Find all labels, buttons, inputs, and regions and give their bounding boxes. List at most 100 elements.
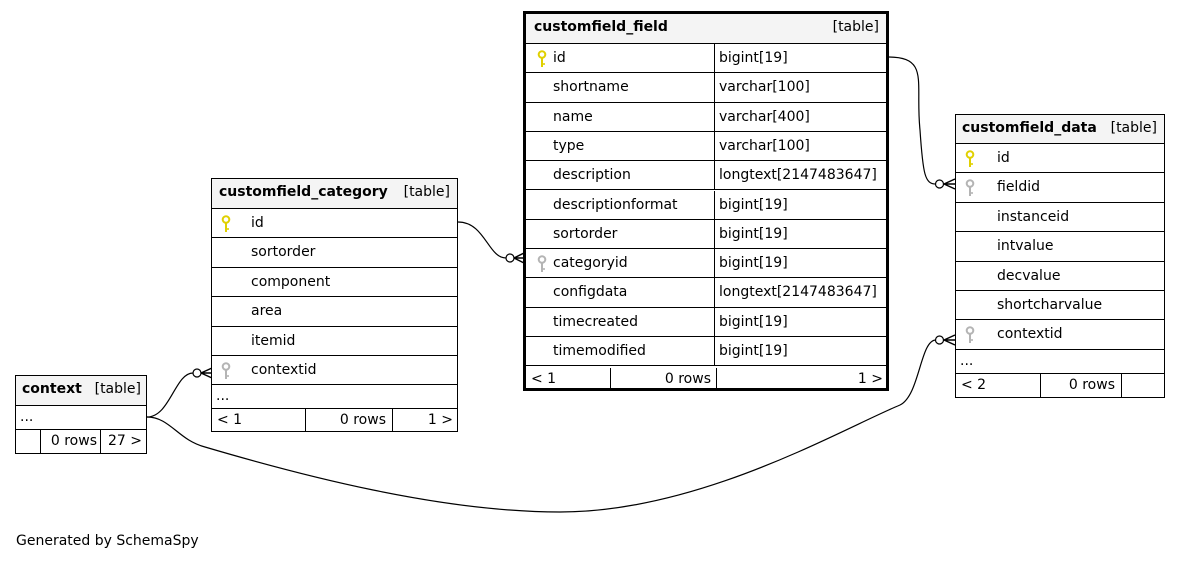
column-type: varchar[100]	[714, 131, 886, 161]
table-footer: 0 rows 27 >	[16, 430, 146, 454]
column-row[interactable]: name varchar[400]	[526, 102, 886, 132]
column-name: description	[553, 167, 631, 184]
children-count: 1 >	[392, 409, 457, 432]
children-count: 27 >	[100, 430, 146, 454]
column-type: varchar[100]	[714, 73, 886, 102]
table-name: customfield_category	[219, 184, 388, 200]
column-name: id	[251, 215, 264, 231]
column-row[interactable]: id bigint[19]	[526, 44, 886, 74]
column-name: categoryid	[553, 255, 628, 272]
primary-key-icon	[220, 215, 232, 233]
column-type: bigint[19]	[714, 190, 886, 219]
column-name: shortcharvalue	[997, 297, 1103, 313]
column-name: sortorder	[251, 244, 316, 261]
column-row[interactable]: sortorder	[212, 238, 457, 268]
column-row[interactable]: sortorder bigint[19]	[526, 219, 886, 250]
table-footer: < 2 0 rows	[956, 374, 1164, 398]
table-customfield-category[interactable]: customfield_category [table] id sortorder…	[211, 178, 458, 432]
column-name: intvalue	[997, 238, 1054, 255]
table-footer: < 1 0 rows 1 >	[526, 368, 886, 391]
row-count: 0 rows	[1040, 374, 1121, 398]
column-type: bigint[19]	[714, 219, 886, 249]
crowfoot-context-data	[934, 335, 945, 345]
table-name: customfield_field	[534, 19, 668, 35]
parents-count: < 2	[961, 377, 987, 393]
column-name: type	[553, 137, 585, 154]
column-type: varchar[400]	[714, 102, 886, 131]
edge-context-to-data	[146, 339, 937, 513]
column-row[interactable]: id	[956, 144, 1164, 174]
column-type: bigint[19]	[714, 44, 886, 73]
edge-context-to-category	[146, 372, 194, 418]
column-name: id	[997, 150, 1010, 166]
column-name: instanceid	[997, 208, 1070, 225]
table-type-tag: [table]	[1110, 120, 1157, 136]
children-count	[1121, 374, 1164, 398]
column-name: name	[553, 108, 593, 125]
row-count: 0 rows	[610, 368, 714, 391]
parents-count: < 1	[217, 412, 243, 428]
column-row[interactable]: instanceid	[956, 203, 1164, 233]
primary-key-icon	[964, 150, 976, 168]
column-row[interactable]: descriptionformat bigint[19]	[526, 190, 886, 220]
column-name: contextid	[997, 326, 1063, 343]
parents-count: < 1	[531, 371, 557, 387]
foreign-key-icon	[536, 255, 548, 273]
primary-key-icon	[536, 50, 548, 68]
table-header: context [table]	[16, 376, 146, 406]
ellipsis: ...	[960, 353, 974, 369]
table-name: customfield_data	[962, 120, 1097, 136]
column-name: shortname	[553, 79, 629, 96]
column-row[interactable]: intvalue	[956, 232, 1164, 262]
table-type-tag: [table]	[403, 184, 450, 200]
column-name: area	[251, 303, 283, 320]
table-customfield-data[interactable]: customfield_data [table] id fieldid instan…	[955, 114, 1165, 398]
ellipsis: ...	[216, 388, 230, 404]
column-row[interactable]: shortcharvalue	[956, 291, 1164, 321]
crowfoot-category-field	[505, 253, 515, 263]
column-type: longtext[2147483647]	[714, 278, 886, 307]
column-type: bigint[19]	[714, 249, 886, 278]
column-name: decvalue	[997, 267, 1061, 284]
more-columns: ...	[16, 406, 146, 430]
column-name: configdata	[553, 284, 628, 301]
foreign-key-icon	[964, 179, 976, 197]
column-name: timemodified	[553, 343, 646, 359]
column-row[interactable]: itemid	[212, 327, 457, 356]
column-name: sortorder	[553, 225, 618, 242]
generated-by-note: Generated by SchemaSpy	[16, 533, 199, 549]
column-row[interactable]: component	[212, 268, 457, 298]
column-name: id	[553, 50, 566, 66]
table-name: context	[22, 381, 82, 397]
table-type-tag: [table]	[832, 19, 879, 35]
column-row[interactable]: contextid	[956, 320, 1164, 350]
column-row[interactable]: id	[212, 209, 457, 239]
column-type: bigint[19]	[714, 307, 886, 336]
table-header: customfield_data [table]	[956, 115, 1164, 144]
column-row[interactable]: timecreated bigint[19]	[526, 307, 886, 337]
column-row[interactable]: fieldid	[956, 173, 1164, 203]
column-row[interactable]: decvalue	[956, 262, 1164, 291]
column-name: itemid	[251, 332, 296, 349]
table-context[interactable]: context [table] ... 0 rows 27 >	[15, 375, 147, 454]
column-row[interactable]: area	[212, 297, 457, 327]
edge-field-to-data	[887, 56, 937, 185]
crowfoot-context-category	[192, 368, 202, 378]
children-count: 1 >	[716, 368, 886, 391]
column-name: descriptionformat	[553, 196, 678, 213]
column-row[interactable]: categoryid bigint[19]	[526, 249, 886, 279]
more-columns: ...	[212, 385, 457, 409]
table-header: customfield_field [table]	[526, 14, 886, 44]
column-row[interactable]: contextid	[212, 356, 457, 386]
row-count: 0 rows	[305, 409, 392, 432]
column-name: timecreated	[553, 313, 638, 330]
crowfoot-field-data	[934, 179, 945, 189]
row-count: 0 rows	[40, 430, 101, 454]
column-row[interactable]: shortname varchar[100]	[526, 73, 886, 103]
column-row[interactable]: type varchar[100]	[526, 131, 886, 162]
column-row[interactable]: configdata longtext[2147483647]	[526, 278, 886, 308]
